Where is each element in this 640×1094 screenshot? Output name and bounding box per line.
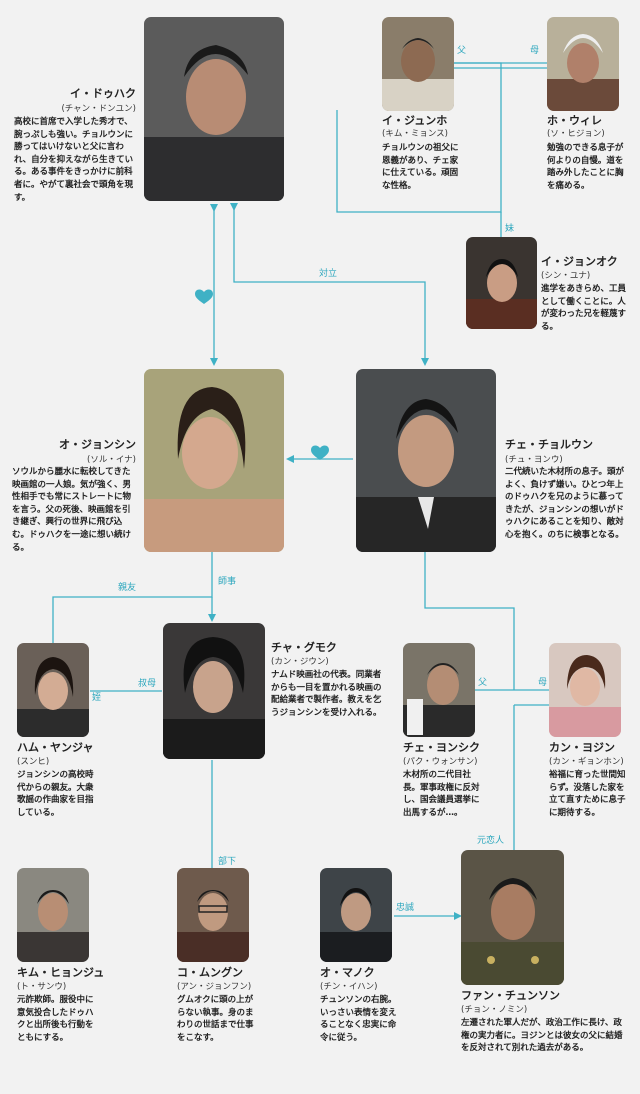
relation-loyalty: 忠誠 — [396, 903, 415, 913]
relation-best-friend: 親友 — [118, 583, 137, 593]
relation-father2: 父 — [478, 678, 488, 688]
mungun-desc: グムオクに頭の上がらない執事。身のまわりの世話まで仕事をこなす。 — [177, 995, 254, 1043]
jungok-desc: 進学をあきらめ、工員として働くことに。人が変わった兄を軽蔑する。 — [541, 284, 627, 332]
hyunju-desc: 元詐欺師。服役中に意気投合したドゥハクと出所後も行動をともにする。 — [17, 995, 94, 1043]
gumok-actor: (カン・ジウン) — [271, 657, 329, 667]
mungun-actor: (アン・ジョンフン) — [177, 982, 252, 992]
chulwoong-parents-line — [424, 552, 515, 690]
chulwoong-actor: (チュ・ヨンウ) — [505, 455, 563, 465]
jungshin-name: オ・ジョンシン — [59, 438, 136, 451]
manok-photo — [320, 868, 392, 962]
doohak-desc: 高校に首席で入学した秀才で、腕っぷしも強い。チョルウンに勝ってはいけないと父に言… — [14, 117, 134, 203]
relation-mother: 母 — [530, 46, 540, 56]
chulwoong-photo — [356, 369, 496, 552]
relation-father: 父 — [457, 46, 467, 56]
jungshin-desc: ソウルから麗水に転校してきた映画館の一人娘。気が強く、男性相手でも常にストレート… — [12, 467, 132, 553]
yujin-photo — [549, 643, 621, 737]
manok-name: オ・マノク — [320, 966, 375, 979]
hyunju-name: キム・ヒョンジュ — [17, 966, 105, 979]
youngja-actor: (スンヒ) — [17, 757, 50, 767]
youngsik-actor: (パク・ウォンサン) — [403, 757, 478, 767]
junho-desc: チョルウンの祖父に恩義があり、チェ家に仕えている。頑固な性格。 — [382, 143, 459, 191]
rival-line — [230, 203, 429, 366]
junho-name: イ・ジュンホ — [382, 114, 448, 127]
hwire-desc: 勉強のできる息子が何よりの自慢。道を踏み外したことに胸を痛める。 — [547, 143, 624, 191]
relation-ex-lover: 元恋人 — [477, 836, 505, 846]
hyunju-photo — [17, 868, 89, 962]
mungun-name: コ・ムングン — [177, 966, 243, 979]
mungun-photo — [177, 868, 249, 962]
heart-icon — [311, 445, 329, 460]
youngja-desc: ジョンシンの高校時代からの親友。大衆歌謡の作曲家を目指している。 — [17, 770, 94, 818]
hwire-photo — [547, 17, 619, 111]
hwire-actor: (ソ・ヒジョン) — [547, 129, 605, 139]
jungshin-actor: (ソル・イナ) — [87, 455, 136, 465]
yujin-actor: (カン・ギョンホン) — [549, 757, 624, 767]
youngja-name: ハム・ヤンジャ — [17, 741, 94, 754]
youngsik-desc: 木材所の二代目社長。軍事政権に反対し、国会議員選挙に出馬するが…。 — [403, 770, 480, 818]
manok-desc: チュンソンの右腕。いっさい表情を変えることなく忠実に命令に従う。 — [320, 995, 397, 1043]
chulwoong-name: チェ・チョルウン — [505, 438, 593, 451]
jungshin-photo — [144, 369, 284, 552]
relation-apprentice: 師事 — [218, 577, 237, 587]
chulwoong-desc: 二代続いた木材所の息子。頭がよく、負けず嫌い。ひとつ年上のドゥハクを兄のように慕… — [505, 467, 625, 540]
jungok-photo — [466, 237, 537, 329]
gumok-photo — [163, 623, 265, 759]
relation-niece: 姪 — [92, 693, 102, 703]
relation-subordinate: 部下 — [218, 857, 237, 867]
youngsik-name: チェ・ヨンシク — [403, 741, 480, 754]
junho-photo — [382, 17, 454, 111]
junho-actor: (キム・ミョンス) — [382, 129, 448, 139]
doohak-actor: (チャン・ドンユン) — [61, 104, 136, 114]
chunson-desc: 左遷された軍人だが、政治工作に長け、政権の実力者に。ヨジンとは彼女の父に結婚を反… — [461, 1018, 623, 1054]
gumok-name: チャ・グモク — [271, 641, 337, 654]
chunson-photo — [461, 850, 564, 985]
jungok-name: イ・ジョンオク — [541, 255, 618, 268]
yujin-desc: 裕福に育った世間知らず。没落した家を立て直すために息子に期待する。 — [549, 770, 626, 818]
relation-sister: 妹 — [505, 224, 515, 234]
best-friend-line — [52, 552, 213, 643]
chunson-actor: (チョン・ノミン) — [461, 1005, 528, 1015]
youngsik-photo — [403, 643, 475, 737]
gumok-desc: ナムド映画社の代表。同業者からも一目を置かれる映画の配給業者で製作者。教えを乞う… — [271, 670, 382, 718]
heart-icon — [195, 289, 213, 304]
chunson-name: ファン・チュンソン — [461, 989, 560, 1002]
relation-aunt: 叔母 — [138, 679, 157, 689]
doohak-photo — [144, 17, 284, 201]
jungok-actor: (シン・ユナ) — [541, 271, 591, 281]
doohak-name: イ・ドゥハク — [70, 87, 136, 100]
hyunju-actor: (ト・サンウ) — [17, 982, 67, 992]
manok-actor: (チン・イハン) — [320, 982, 378, 992]
relation-mother2: 母 — [538, 678, 548, 688]
youngja-photo — [17, 643, 89, 737]
yujin-name: カン・ヨジン — [549, 741, 615, 754]
relation-rival: 対立 — [319, 269, 338, 279]
hwire-name: ホ・ウィレ — [547, 114, 602, 127]
